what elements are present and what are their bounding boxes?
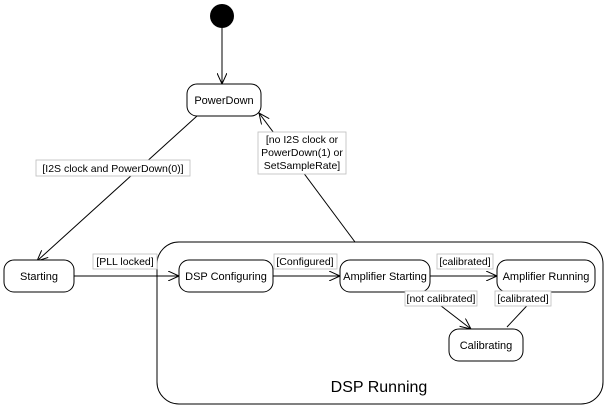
dsp-running-title: DSP Running [331, 379, 428, 396]
state-amplifier-starting-label: Amplifier Starting [343, 271, 427, 283]
guard-return-to-powerdown-label: [no I2S clock or PowerDown(1) or SetSamp… [257, 131, 347, 175]
svg-text:[no I2S clock or: [no I2S clock or [266, 134, 339, 146]
svg-text:[calibrated]: [calibrated] [497, 293, 548, 305]
state-amplifier-running-label: Amplifier Running [503, 271, 590, 283]
state-dsp-configuring-label: DSP Configuring [185, 271, 267, 283]
svg-text:[PLL locked]: [PLL locked] [96, 256, 153, 268]
guard-calibrated-return-label: [calibrated] [494, 290, 552, 307]
state-powerdown: PowerDown [186, 83, 262, 117]
state-calibrating: Calibrating [448, 328, 524, 362]
state-amplifier-running: Amplifier Running [496, 259, 596, 293]
svg-text:PowerDown(1) or: PowerDown(1) or [261, 147, 343, 159]
guard-configured-label: [Configured] [273, 253, 338, 270]
state-starting: Starting [3, 259, 75, 293]
svg-text:[not calibrated]: [not calibrated] [407, 293, 476, 305]
initial-state-node [210, 4, 234, 28]
svg-text:[Configured]: [Configured] [276, 256, 333, 268]
state-calibrating-label: Calibrating [460, 340, 513, 352]
guard-not-calibrated-label: [not calibrated] [404, 290, 478, 307]
guard-calibrated-top-label: [calibrated] [436, 253, 494, 270]
svg-text:[calibrated]: [calibrated] [439, 256, 490, 268]
guard-i2s-clock-label: [I2S clock and PowerDown(0)] [35, 159, 191, 177]
guard-pll-locked-label: [PLL locked] [92, 253, 158, 270]
svg-text:[I2S clock and PowerDown(0)]: [I2S clock and PowerDown(0)] [42, 163, 183, 175]
state-dsp-configuring: DSP Configuring [178, 259, 274, 293]
state-starting-label: Starting [20, 271, 58, 283]
state-powerdown-label: PowerDown [194, 95, 253, 107]
svg-text:SetSampleRate]: SetSampleRate] [264, 160, 341, 172]
transition-powerdown-to-starting [37, 115, 198, 261]
state-amplifier-starting: Amplifier Starting [339, 259, 431, 293]
